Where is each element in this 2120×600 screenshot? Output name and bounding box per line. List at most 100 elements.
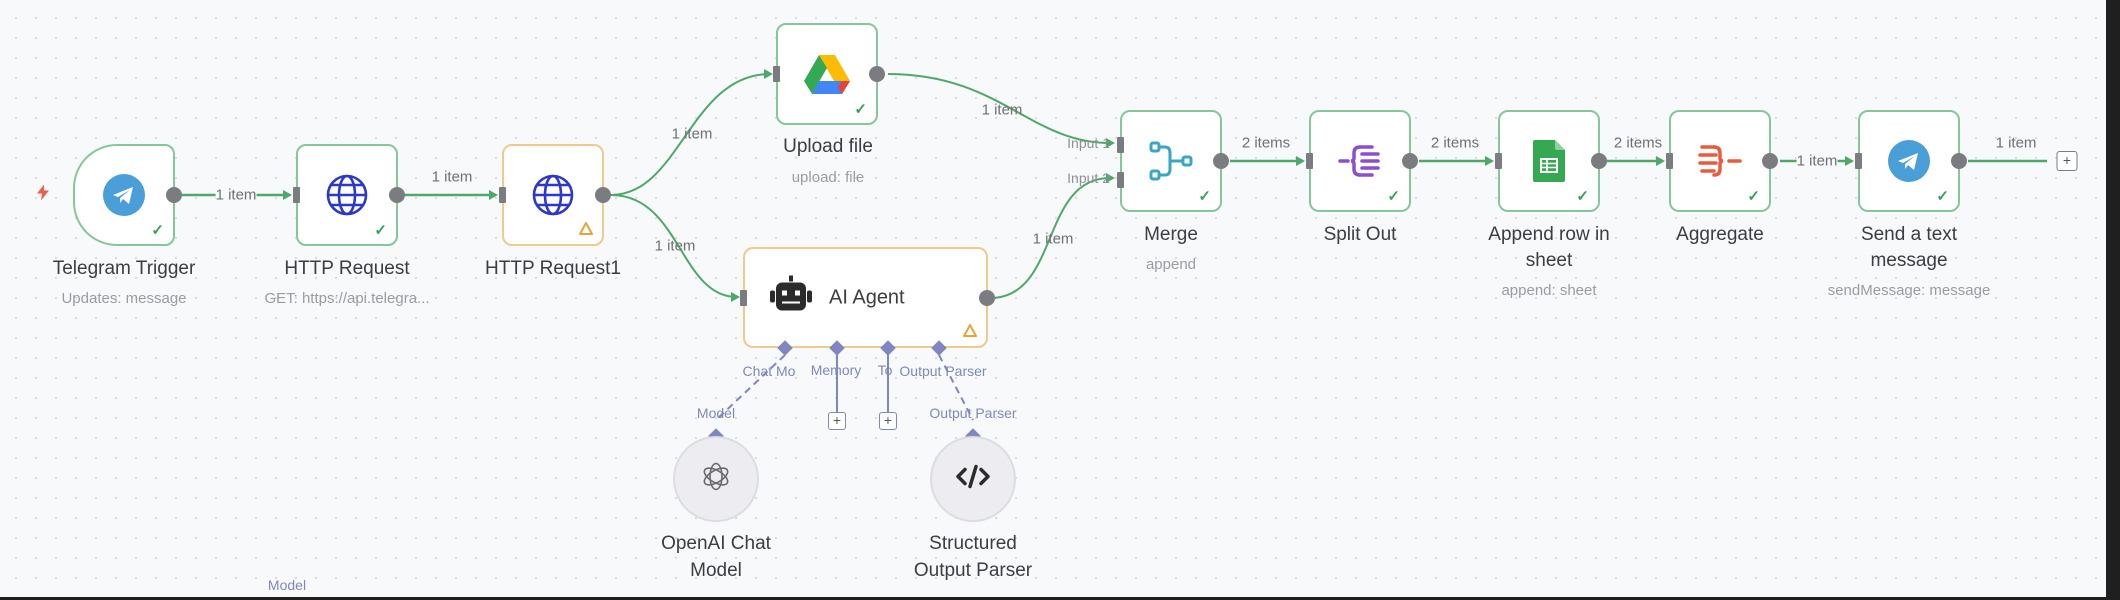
- stray-model-label: Model: [267, 577, 307, 593]
- edge-label: 1 item: [654, 237, 696, 255]
- port-label-memory: Memory: [810, 362, 862, 378]
- success-check-icon: ✓: [854, 101, 867, 118]
- node-aggregate[interactable]: ✓: [1666, 110, 1778, 212]
- add-memory-button[interactable]: +: [828, 412, 846, 430]
- google-drive-icon: [804, 54, 850, 94]
- success-check-icon: ✓: [1198, 188, 1211, 205]
- node-name-line2: sheet: [1525, 250, 1573, 271]
- node-name-line1: Send a text: [1860, 224, 1958, 245]
- node-http-request[interactable]: ✓: [293, 144, 405, 246]
- input-port[interactable]: [1666, 153, 1673, 169]
- node-upload-file[interactable]: ✓: [773, 23, 885, 125]
- success-check-icon: ✓: [374, 222, 387, 239]
- node-name-line1: OpenAI Chat: [661, 533, 771, 554]
- edge-label: 2 items: [1430, 134, 1480, 152]
- input-port[interactable]: [773, 66, 780, 82]
- edge-label: 1 item: [431, 168, 473, 186]
- output-port[interactable]: [1591, 153, 1607, 169]
- node-name: Upload file: [783, 136, 873, 157]
- subedge-model[interactable]: [715, 354, 786, 421]
- node-name: AI Agent: [829, 286, 905, 308]
- edge-label: 1 item: [981, 101, 1023, 119]
- port-label-chat-model: Chat Mo: [742, 363, 796, 379]
- arrow-head: [283, 190, 292, 200]
- input-port[interactable]: [499, 187, 506, 203]
- edge-upload-merge[interactable]: [887, 73, 1111, 144]
- arrow-head: [489, 190, 498, 200]
- edge-label: 2 items: [1241, 134, 1291, 152]
- telegram-icon: [103, 174, 145, 216]
- arrow-head: [764, 69, 773, 79]
- node-subtitle: Updates: message: [61, 290, 187, 307]
- success-check-icon: ✓: [1387, 188, 1400, 205]
- node-http-request1[interactable]: [499, 144, 611, 246]
- input-port-1[interactable]: [1117, 137, 1124, 153]
- globe-icon: [531, 173, 575, 217]
- edge-label: 1 item: [671, 125, 713, 143]
- output-port[interactable]: [595, 187, 611, 203]
- arrow-head: [1845, 156, 1854, 166]
- edge-http1-agent[interactable]: [610, 194, 738, 298]
- edge-agent-merge[interactable]: [989, 177, 1111, 299]
- code-icon: [956, 464, 990, 494]
- telegram-icon: [1888, 140, 1930, 182]
- subedge-parser[interactable]: [938, 354, 974, 421]
- arrow-head: [731, 292, 740, 302]
- add-node-button[interactable]: +: [2056, 151, 2078, 171]
- arrow-head: [1485, 156, 1494, 166]
- node-subtitle: append: sheet: [1501, 282, 1597, 299]
- output-port[interactable]: [1402, 153, 1418, 169]
- success-check-icon: ✓: [1747, 188, 1760, 205]
- node-structured-output-parser[interactable]: [930, 436, 1016, 522]
- add-tool-button[interactable]: +: [879, 412, 897, 430]
- port-label-output-parser: Output Parser: [899, 363, 987, 379]
- node-name: Aggregate: [1676, 224, 1764, 245]
- edge-label: 1 item: [1995, 134, 2037, 152]
- node-name-line1: Append row in: [1488, 224, 1610, 245]
- node-append-row-in-sheet[interactable]: ✓: [1495, 110, 1607, 212]
- arrow-head: [1296, 156, 1305, 166]
- node-ai-agent[interactable]: AI Agent: [740, 247, 995, 348]
- output-port[interactable]: [1762, 153, 1778, 169]
- output-port[interactable]: [1951, 153, 1967, 169]
- node-merge[interactable]: ✓: [1117, 110, 1229, 212]
- node-subtitle: GET: https://api.telegra...: [264, 290, 430, 307]
- robot-icon: [769, 275, 813, 320]
- port-label-output-parser: Output Parser: [929, 405, 1017, 421]
- node-subtitle: append: [1145, 256, 1197, 273]
- output-port[interactable]: [389, 187, 405, 203]
- output-port[interactable]: [979, 289, 995, 306]
- warning-icon: [963, 324, 977, 340]
- openai-icon: [700, 461, 732, 498]
- node-name-line2: message: [1870, 250, 1948, 271]
- output-port[interactable]: [869, 66, 885, 82]
- node-split-out[interactable]: ✓: [1306, 110, 1418, 212]
- merge-icon: [1148, 140, 1194, 182]
- input-port[interactable]: [293, 187, 300, 203]
- node-openai-chat-model[interactable]: [673, 436, 759, 522]
- edge-http1-upload[interactable]: [610, 73, 771, 196]
- edge-label: 1 item: [1796, 152, 1838, 170]
- arrow-head: [1656, 156, 1665, 166]
- input-port[interactable]: [1855, 153, 1862, 169]
- output-port[interactable]: [166, 187, 182, 203]
- success-check-icon: ✓: [1936, 188, 1949, 205]
- input-2-label: Input 2: [1067, 170, 1110, 186]
- lightning-icon: [36, 184, 50, 206]
- node-telegram-trigger[interactable]: ✓: [73, 144, 182, 246]
- node-subtitle: upload: file: [791, 169, 865, 186]
- node-send-text-message[interactable]: ✓: [1855, 110, 1967, 212]
- input-port[interactable]: [1306, 153, 1313, 169]
- output-port[interactable]: [1213, 153, 1229, 169]
- input-port[interactable]: [1495, 153, 1502, 169]
- warning-icon: [579, 222, 593, 238]
- success-check-icon: ✓: [151, 222, 164, 239]
- aggregate-icon: [1698, 143, 1742, 179]
- input-port-2[interactable]: [1117, 172, 1124, 188]
- split-out-icon: [1338, 144, 1382, 178]
- node-name: HTTP Request1: [485, 258, 621, 279]
- globe-icon: [325, 173, 369, 217]
- node-name: Telegram Trigger: [52, 258, 196, 279]
- input-port[interactable]: [740, 289, 747, 306]
